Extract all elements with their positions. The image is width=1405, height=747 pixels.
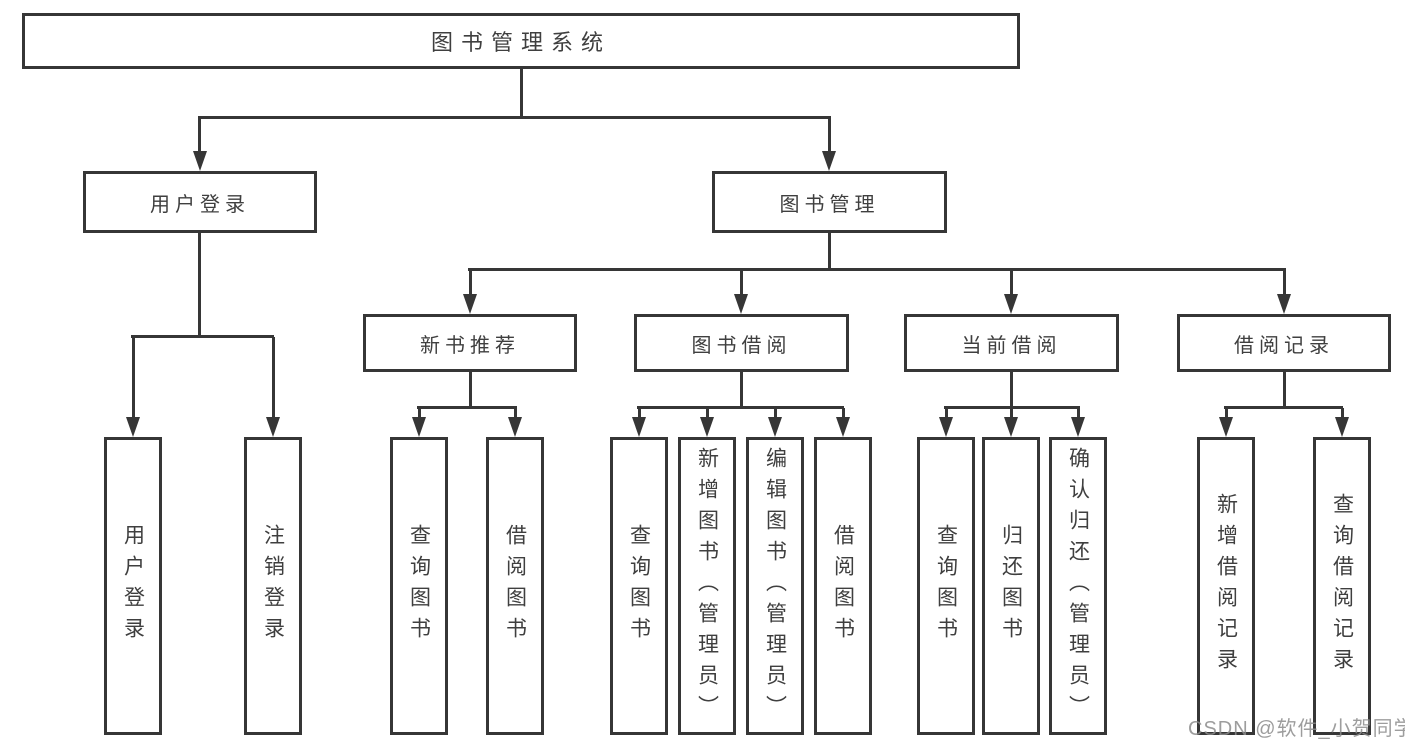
leaf-cb-confirm-return-admin: 确认归还（管理员） — [1049, 437, 1107, 735]
connector-trunk-new-book — [469, 372, 472, 408]
leaf-bb-query-books: 查询图书 — [610, 437, 668, 735]
node-book-borrowing: 图书借阅 — [634, 314, 849, 372]
leaf-cb-return-books: 归还图书 — [982, 437, 1040, 735]
leaf-user-login-label: 用户登录 — [121, 524, 145, 648]
node-new-book-recommend: 新书推荐 — [363, 314, 577, 372]
arrow-down-icon — [193, 151, 207, 171]
connector-stem-leaf — [1010, 408, 1013, 420]
connector-stem-leaf — [706, 408, 709, 420]
leaf-cb-query-books-label: 查询图书 — [934, 524, 958, 648]
leaf-logout: 注销登录 — [244, 437, 302, 735]
leaf-nb-query-books-label: 查询图书 — [407, 524, 431, 648]
leaf-bb-borrow-books: 借阅图书 — [814, 437, 872, 735]
connector-stem-leaf — [638, 408, 641, 420]
leaf-logout-label: 注销登录 — [261, 524, 285, 648]
leaf-bb-query-books-label: 查询图书 — [627, 524, 651, 648]
arrow-down-icon — [1335, 417, 1349, 437]
leaf-bb-borrow-books-label: 借阅图书 — [831, 524, 855, 648]
node-book-management: 图书管理 — [712, 171, 947, 233]
arrow-down-icon — [822, 151, 836, 171]
connector-root-bar — [198, 116, 831, 119]
connector-bar-book-borrowing — [637, 406, 844, 409]
connector-stem-leaf — [1077, 408, 1080, 420]
node-root: 图书管理系统 — [22, 13, 1020, 69]
leaf-bb-edit-books-admin-label: 编辑图书（管理员） — [763, 446, 787, 726]
connector-stem-leaf — [132, 337, 135, 419]
leaf-bb-edit-books-admin: 编辑图书（管理员） — [746, 437, 804, 735]
arrow-down-icon — [1219, 417, 1233, 437]
connector-stem-leaf — [1341, 408, 1344, 420]
connector-book-mgmt-trunk — [828, 233, 831, 270]
leaf-cb-return-books-label: 归还图书 — [999, 524, 1023, 648]
connector-stem-user-login — [198, 118, 201, 154]
arrow-down-icon — [700, 417, 714, 437]
arrow-down-icon — [1004, 294, 1018, 314]
node-borrowing-records: 借阅记录 — [1177, 314, 1391, 372]
connector-trunk-current-borrowing — [1010, 372, 1013, 408]
arrow-down-icon — [126, 417, 140, 437]
leaf-bb-add-books-admin: 新增图书（管理员） — [678, 437, 736, 735]
arrow-down-icon — [412, 417, 426, 437]
leaf-cb-query-books: 查询图书 — [917, 437, 975, 735]
connector-bar-borrowing-records — [1224, 406, 1343, 409]
leaf-br-add-record: 新增借阅记录 — [1197, 437, 1255, 735]
connector-bar-current-borrowing — [944, 406, 1080, 409]
connector-stem-level2 — [1010, 270, 1013, 296]
leaf-bb-add-books-admin-label: 新增图书（管理员） — [695, 446, 719, 726]
arrow-down-icon — [939, 417, 953, 437]
connector-stem-level2 — [469, 270, 472, 296]
connector-stem-level2 — [740, 270, 743, 296]
connector-stem-leaf — [1225, 408, 1228, 420]
connector-stem-leaf — [418, 408, 421, 420]
connector-trunk-book-borrowing — [740, 372, 743, 408]
leaf-nb-borrow-books: 借阅图书 — [486, 437, 544, 735]
arrow-down-icon — [1277, 294, 1291, 314]
csdn-watermark: CSDN @软件_小贺同学 — [1188, 718, 1405, 740]
arrow-down-icon — [734, 294, 748, 314]
arrow-down-icon — [266, 417, 280, 437]
connector-root-trunk — [520, 69, 523, 118]
connector-stem-leaf — [272, 337, 275, 419]
leaf-cb-confirm-return-admin-label: 确认归还（管理员） — [1066, 446, 1090, 726]
connector-stem-book-management — [828, 118, 831, 154]
connector-user-login-trunk — [198, 233, 201, 337]
arrow-down-icon — [508, 417, 522, 437]
arrow-down-icon — [463, 294, 477, 314]
leaf-br-query-record: 查询借阅记录 — [1313, 437, 1371, 735]
connector-stem-level2 — [1283, 270, 1286, 296]
leaf-br-add-record-label: 新增借阅记录 — [1214, 493, 1238, 679]
leaf-br-query-record-label: 查询借阅记录 — [1330, 493, 1354, 679]
connector-user-login-bar — [131, 335, 274, 338]
leaf-nb-borrow-books-label: 借阅图书 — [503, 524, 527, 648]
connector-stem-leaf — [774, 408, 777, 420]
connector-stem-leaf — [514, 408, 517, 420]
node-user-login: 用户登录 — [83, 171, 317, 233]
leaf-nb-query-books: 查询图书 — [390, 437, 448, 735]
connector-stem-leaf — [842, 408, 845, 420]
arrow-down-icon — [1071, 417, 1085, 437]
connector-trunk-borrowing-records — [1283, 372, 1286, 408]
arrow-down-icon — [768, 417, 782, 437]
node-current-borrowing: 当前借阅 — [904, 314, 1119, 372]
arrow-down-icon — [836, 417, 850, 437]
arrow-down-icon — [632, 417, 646, 437]
leaf-user-login: 用户登录 — [104, 437, 162, 735]
arrow-down-icon — [1004, 417, 1018, 437]
connector-book-mgmt-bar — [468, 268, 1286, 271]
connector-stem-leaf — [945, 408, 948, 420]
connector-bar-new-book — [417, 406, 517, 409]
